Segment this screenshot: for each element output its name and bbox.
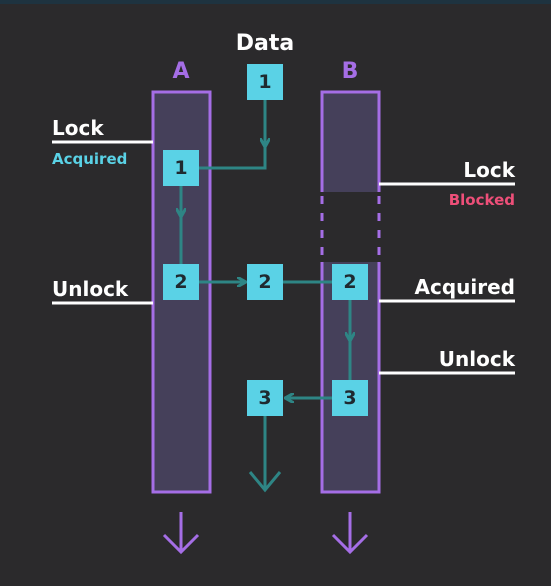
unlock-b-label: Unlock: [439, 347, 516, 371]
thread-b-continue-arrow-icon: [331, 512, 369, 555]
box-b-3: [332, 380, 368, 416]
box-a-1-label: 1: [174, 157, 187, 179]
lock-a-label: Lock: [52, 116, 104, 140]
thread-b-blocked-fill: [322, 92, 379, 192]
box-b-2: [332, 264, 368, 300]
connector-data-to-a1: [199, 146, 267, 170]
top-border: [0, 0, 551, 4]
unlock-a-label: Unlock: [52, 277, 129, 301]
thread-b-bottom-border: [320, 262, 381, 494]
box-mid-2-label: 2: [258, 271, 271, 293]
thread-b-top-border: [320, 90, 381, 192]
blocked-b-label: Blocked: [449, 191, 515, 209]
thread-a-label: A: [172, 59, 189, 84]
lock-b-label: Lock: [463, 158, 515, 182]
box-mid-2: [247, 264, 283, 300]
box-data-1: [247, 64, 283, 100]
data-title: Data: [236, 31, 294, 56]
thread-b-label: B: [342, 59, 359, 84]
thread-a-continue-arrow-icon: [162, 512, 200, 555]
acquired-a-label: Acquired: [52, 150, 127, 168]
box-a-2: [163, 264, 199, 300]
arrow-mid3-head: [248, 471, 282, 493]
box-mid-3: [247, 380, 283, 416]
box-b-3-label: 3: [343, 387, 356, 409]
box-b-2-label: 2: [343, 271, 356, 293]
box-a-1: [163, 150, 199, 186]
box-a-2-label: 2: [174, 271, 187, 293]
box-data-1-label: 1: [258, 71, 271, 93]
acquired-b-label: Acquired: [415, 275, 516, 299]
box-mid-3-label: 3: [258, 387, 271, 409]
